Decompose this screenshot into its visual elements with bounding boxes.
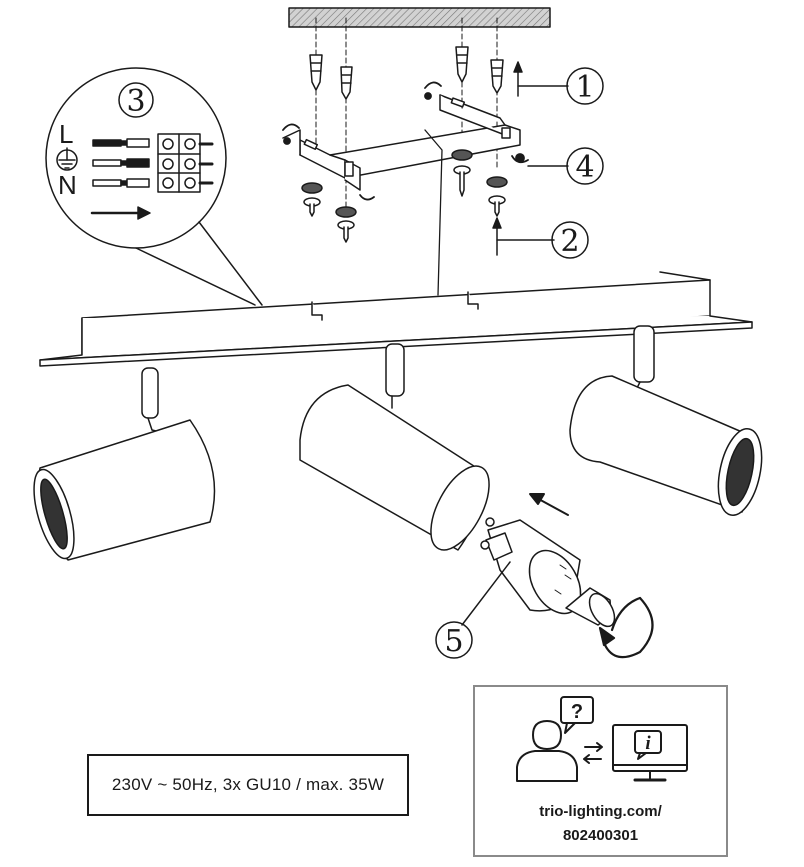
callout-4: 4 (575, 150, 594, 185)
wire-label-neutral: N (58, 170, 77, 200)
info-url[interactable]: trio-lighting.com/ (539, 803, 662, 820)
wiring-magnifier (45, 67, 263, 306)
callout-circle-1 (566, 67, 604, 105)
info-product-code: 802400301 (562, 827, 639, 844)
mounting-bracket (282, 94, 521, 191)
callout-5: 5 (444, 624, 463, 659)
callout-circle-2 (551, 221, 589, 259)
spec-text: 230V ~ 50Hz, 3x GU10 / max. 35W (111, 775, 385, 794)
turn-arrows (282, 81, 529, 201)
ceiling (288, 7, 551, 28)
callout-leaders (492, 61, 569, 256)
info-box: ? i trio-lighting.com/ 802400301 (473, 685, 728, 857)
spotlight-left (33, 367, 216, 561)
support-illustration: ? i (516, 696, 688, 782)
spotlight-middle (299, 343, 490, 551)
rotate-arrow (598, 596, 654, 659)
callout-leader-5 (461, 561, 511, 626)
supply-cable (424, 129, 443, 296)
callout-2: 2 (560, 224, 579, 259)
insert-arrow (529, 493, 569, 516)
screws (301, 149, 508, 243)
question-bubble-icon (560, 696, 594, 734)
arrow-right-icon (137, 206, 151, 220)
info-letter: i (645, 733, 651, 754)
callout-circle-4 (566, 147, 604, 185)
wall-plugs (309, 46, 504, 100)
person-icon (516, 720, 578, 782)
spec-box: 230V ~ 50Hz, 3x GU10 / max. 35W (87, 754, 409, 816)
callout-1: 1 (575, 70, 594, 105)
callout-3: 3 (126, 84, 145, 119)
monitor-icon (612, 724, 688, 782)
exchange-arrows-icon (583, 742, 603, 764)
wire-label-live: L (59, 119, 73, 149)
spotlight-right (569, 325, 763, 516)
question-mark: ? (571, 701, 583, 723)
gu10-bulb (480, 517, 582, 615)
retaining-ring (565, 587, 616, 628)
callout-circle-5 (435, 621, 473, 659)
callout-circle-3 (118, 82, 154, 118)
